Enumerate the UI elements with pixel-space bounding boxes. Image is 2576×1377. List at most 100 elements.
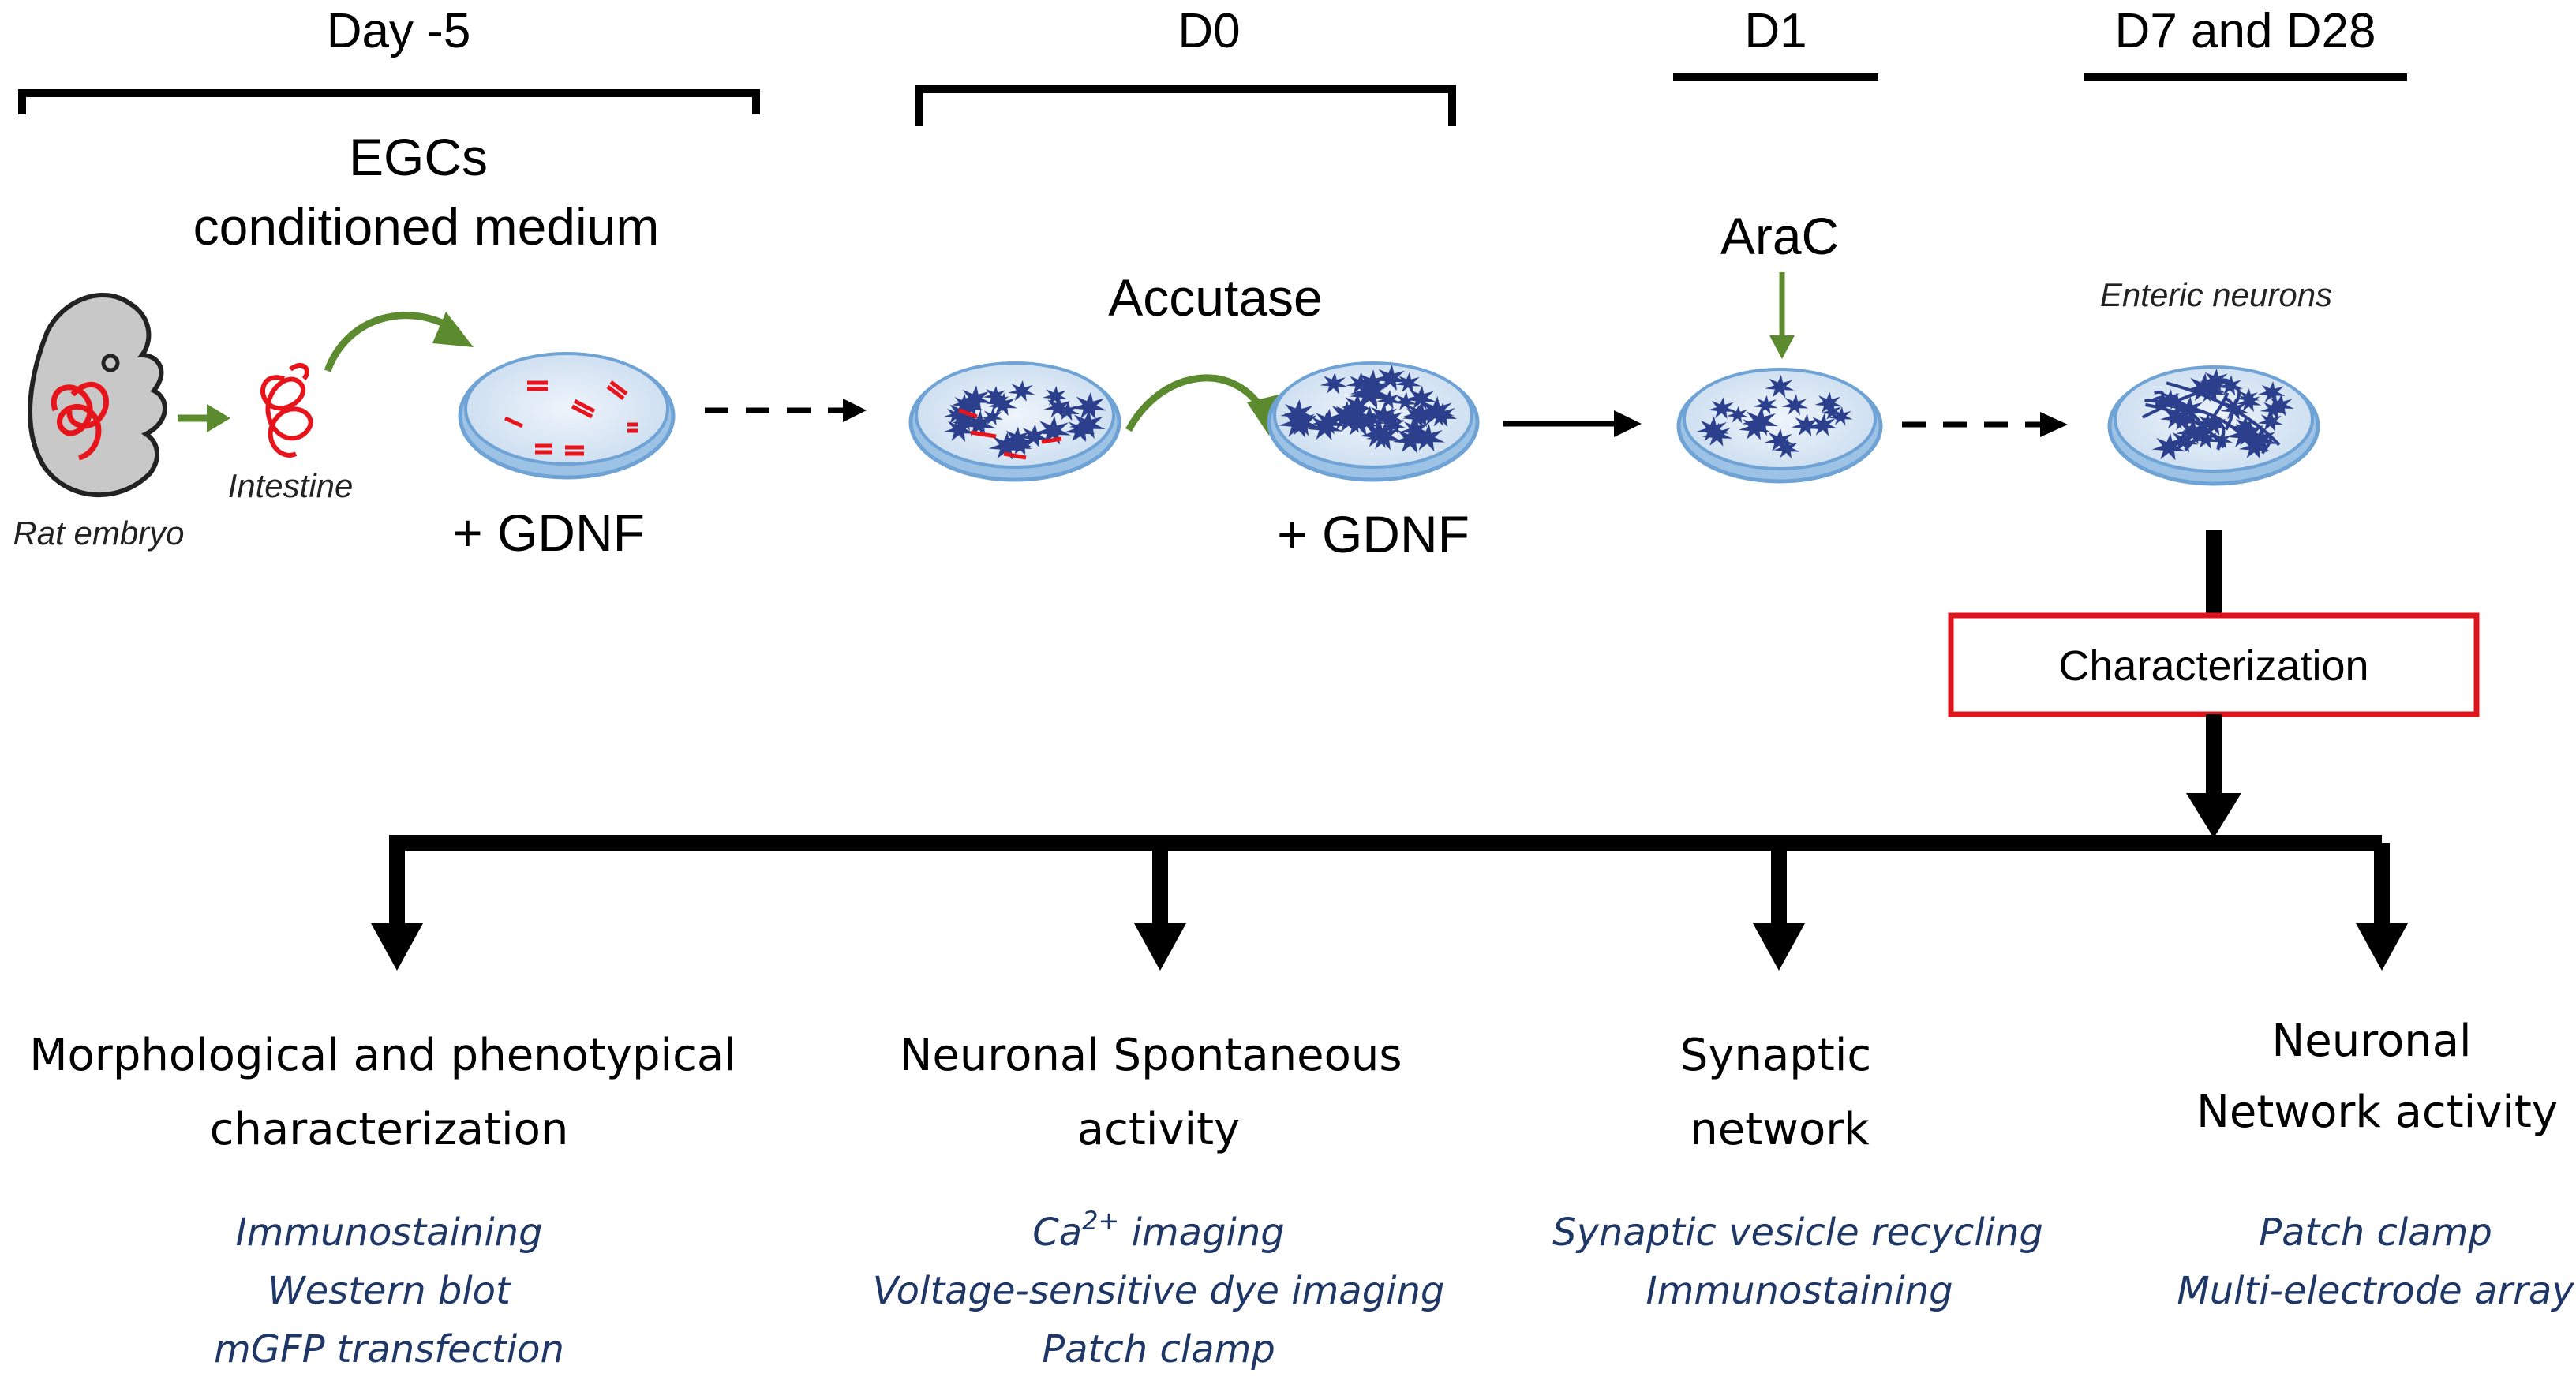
neurite (2230, 385, 2241, 410)
neuron-cell (1069, 410, 1106, 439)
method-immunostaining-1: Immunostaining (235, 1210, 542, 1255)
arrow-dashed-1 (705, 399, 867, 422)
neuron-cell (1410, 424, 1445, 452)
egcs-label-line2: conditioned medium (193, 197, 660, 256)
neurite (2260, 434, 2273, 455)
neuron-cell (1739, 415, 1771, 440)
bracket-day-minus5 (18, 89, 760, 114)
intestine-label: Intestine (228, 467, 354, 504)
arrow-arac (1769, 272, 1795, 359)
rat-embryo-icon (28, 293, 167, 498)
neuron-cell (1753, 395, 1778, 415)
neuron-cell (1808, 413, 1838, 436)
category-morphological-title-2: characterization (210, 1104, 569, 1155)
neuron-cell (1393, 391, 1417, 411)
category-synaptic-title-1: Synaptic (1680, 1030, 1871, 1081)
category-network-title-2: Network activity (2196, 1087, 2558, 1138)
neuron-cell (988, 432, 1024, 460)
neuron-cell (2200, 413, 2228, 436)
neuron-cell (1374, 365, 1407, 391)
category-network-title-1: Neuronal (2271, 1016, 2471, 1067)
neuron-cell (2151, 433, 2186, 461)
arac-label: AraC (1720, 207, 1839, 265)
category-synaptic-title-2: network (1690, 1104, 1870, 1155)
neuron-cell (1002, 426, 1032, 451)
neuron-cell (1395, 372, 1421, 394)
neuron-cell (1346, 372, 1374, 395)
dish-enteric-neurons (2107, 365, 2320, 486)
neuron-cell (1279, 407, 1317, 438)
category-morphological-title-1: Morphological and phenotypical (29, 1030, 736, 1081)
neuron-cell (985, 391, 1011, 412)
category-spontaneous-title-1: Neuronal Spontaneous (899, 1030, 1402, 1081)
characterization-label: Characterization (2058, 642, 2368, 690)
header-d0: D0 (1178, 4, 1240, 58)
neurite (2158, 399, 2171, 408)
neuron-cell (952, 410, 978, 432)
neuron-cell (1405, 385, 1436, 410)
neuron-cell (2260, 399, 2287, 420)
method-patch-clamp-2: Patch clamp (2259, 1210, 2492, 1255)
neuron-cell (2258, 381, 2286, 403)
intestine-icon (260, 363, 313, 458)
neurite (2142, 387, 2213, 419)
method-immunostaining-2: Immunostaining (1646, 1269, 1953, 1313)
neurite (2212, 418, 2226, 451)
neuron-cell (1359, 418, 1397, 448)
method-ca-imaging: Ca2+ imaging (1032, 1206, 1285, 1255)
neuron-cell (1702, 422, 1733, 447)
neurite (2154, 390, 2165, 409)
arrow-intestine-to-dish (324, 312, 474, 372)
neuron-cell (1764, 428, 1794, 452)
neuron-cell (945, 400, 980, 428)
enteric-neurons-label: Enteric neurons (2100, 276, 2332, 313)
neuron-cell (2236, 391, 2262, 413)
characterization-box (1948, 612, 2480, 717)
neuron-cell (1069, 421, 1095, 441)
neuron-cell (1043, 395, 1073, 419)
neuron-cell (1726, 406, 1749, 424)
dish-neurons-dense (1267, 361, 1480, 482)
neuron-cell (1814, 391, 1843, 414)
method-patch-clamp-1: Patch clamp (1042, 1327, 1275, 1371)
dish-egcs (458, 352, 676, 480)
neuron-cell (1366, 402, 1399, 429)
neuron-cell (2185, 372, 2222, 402)
neuron-cell (1377, 407, 1405, 429)
gdnf-label-1: + GDNF (452, 503, 645, 562)
neuron-cell (1043, 386, 1068, 406)
rat-embryo-label: Rat embryo (13, 515, 184, 552)
method-mgfp-transfection: mGFP transfection (214, 1327, 564, 1371)
neuron-cell (1307, 412, 1343, 441)
arrow-dashed-2 (1902, 412, 2068, 437)
bracket-d0 (915, 85, 1456, 126)
method-voltage-dye-imaging: Voltage-sensitive dye imaging (873, 1269, 1445, 1313)
arrow-solid-1 (1503, 410, 1642, 437)
neuron-cell (1008, 380, 1035, 402)
neuron-cell (981, 407, 1004, 426)
dish-neurons-arac (1676, 368, 1883, 484)
accutase-label: Accutase (1108, 268, 1322, 327)
neuron-cell (1392, 425, 1428, 454)
branch-arrow-morphological (371, 843, 423, 971)
neuron-cell (1351, 406, 1386, 433)
method-multi-electrode-array: Multi-electrode array (2177, 1269, 2574, 1313)
neuron-cell (1399, 417, 1431, 442)
method-western-blot: Western blot (268, 1269, 512, 1313)
egcs-label-line1: EGCs (349, 128, 488, 186)
neuron-cell (958, 385, 992, 412)
neuron-cell (1765, 375, 1795, 399)
branch-arrow-network (2356, 843, 2408, 971)
neuron-cell (2226, 420, 2262, 449)
neuron-cell (2196, 413, 2218, 431)
neuron-cell (983, 386, 1007, 406)
method-synaptic-vesicle-recycling: Synaptic vesicle recycling (1552, 1210, 2043, 1255)
dish-mixed-culture (908, 361, 1121, 482)
header-day-minus5: Day -5 (327, 4, 471, 58)
neuron-cell (1791, 413, 1821, 437)
neuron-cell (1035, 416, 1071, 445)
branch-arrow-synaptic (1753, 843, 1805, 971)
arrowhead-characterization (2186, 793, 2241, 838)
neuron-cell (1320, 372, 1348, 395)
